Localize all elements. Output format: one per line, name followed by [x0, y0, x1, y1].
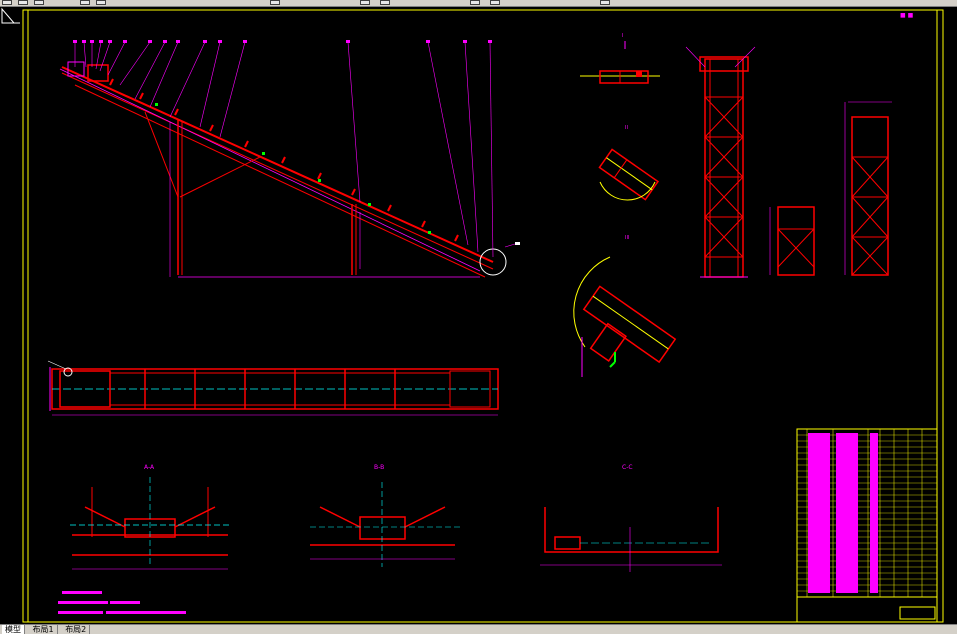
svg-text:III: III: [625, 235, 629, 241]
open-icon[interactable]: [2, 0, 12, 5]
zoom-window-icon[interactable]: [380, 0, 390, 5]
svg-text:C-C: C-C: [622, 464, 633, 471]
print-icon[interactable]: [34, 0, 44, 5]
layer-icon[interactable]: [490, 0, 500, 5]
redo-icon[interactable]: [96, 0, 106, 5]
section-a: A-A: [70, 464, 230, 570]
detail-views: I II III: [573, 33, 677, 377]
svg-text:A-A: A-A: [144, 464, 155, 471]
layout-tab-bar: 模型 布局1 布局2: [0, 624, 957, 634]
inclined-conveyor-view: [59, 40, 520, 278]
tower-views: [685, 46, 892, 278]
section-b: B-B: [310, 464, 460, 567]
title-block: [796, 428, 938, 623]
svg-text:■ ■: ■ ■: [900, 12, 914, 19]
drawing-canvas[interactable]: ■ ■: [0, 7, 957, 625]
section-c: C-C: [540, 464, 722, 572]
save-icon[interactable]: [18, 0, 28, 5]
zoom-icon[interactable]: [360, 0, 370, 5]
svg-text:I: I: [622, 33, 623, 39]
technical-notes: [58, 591, 186, 614]
properties-icon[interactable]: [470, 0, 480, 5]
tab-layout2[interactable]: 布局2: [62, 625, 91, 634]
outer-frame: [22, 9, 944, 623]
pan-icon[interactable]: [270, 0, 280, 5]
plan-view: [47, 360, 499, 416]
help-icon[interactable]: [600, 0, 610, 5]
cad-drawing: ■ ■: [22, 9, 944, 623]
ucs-icon: [1, 7, 20, 24]
undo-icon[interactable]: [80, 0, 90, 5]
svg-text:B-B: B-B: [374, 464, 384, 471]
svg-text:II: II: [625, 125, 628, 131]
toolbar: [0, 0, 957, 7]
